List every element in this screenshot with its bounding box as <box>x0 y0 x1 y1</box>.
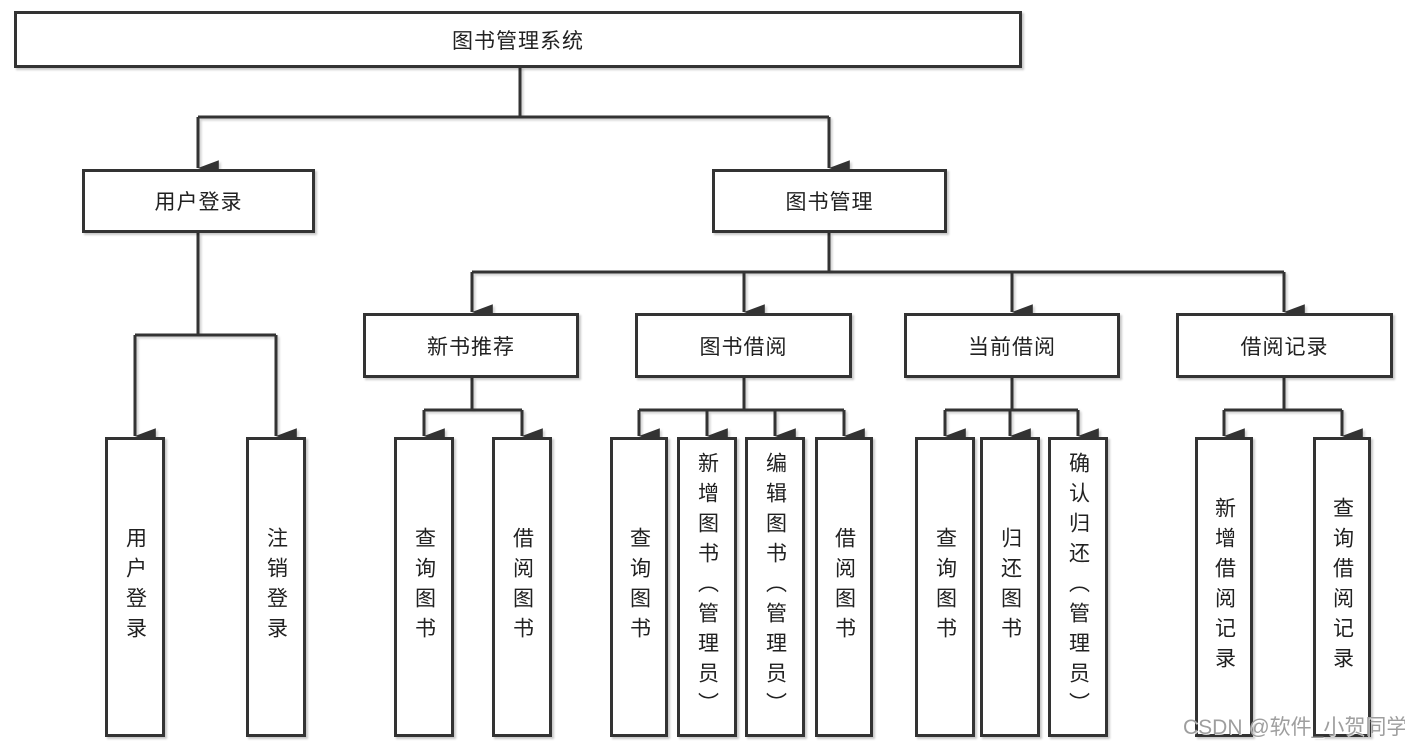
edge-user-login-trunk <box>135 233 276 337</box>
node-current-borrow-label: 当前借阅 <box>968 335 1056 359</box>
leaf-bb-add-books: 新增图书（管理员） <box>677 437 737 737</box>
edge-book-borrow-trunk <box>639 378 844 412</box>
node-new-books-label: 新书推荐 <box>427 335 515 359</box>
node-user-login-label: 用户登录 <box>154 191 243 214</box>
leaf-bb-edit-books-label: 编辑图书（管理员） <box>763 452 787 722</box>
node-book-mgmt: 图书管理 <box>712 169 947 233</box>
leaf-br-query-record: 查询借阅记录 <box>1313 437 1371 737</box>
leaf-bb-query-books-label: 查询图书 <box>627 527 651 647</box>
leaf-logout-label: 注销登录 <box>264 527 288 647</box>
node-book-mgmt-label: 图书管理 <box>785 191 874 214</box>
leaf-logout: 注销登录 <box>246 437 306 737</box>
leaf-cb-return-books-label: 归还图书 <box>998 527 1022 647</box>
leaf-user-login-label: 用户登录 <box>123 527 147 647</box>
edge-borrow-records-trunk <box>1224 378 1342 412</box>
node-book-borrow-label: 图书借阅 <box>699 335 788 359</box>
leaf-cb-return-books: 归还图书 <box>980 437 1040 737</box>
leaf-bb-query-books: 查询图书 <box>610 437 668 737</box>
node-borrow-records-label: 借阅记录 <box>1240 335 1329 359</box>
leaf-cb-query-books-label: 查询图书 <box>933 527 957 647</box>
node-borrow-records: 借阅记录 <box>1176 313 1393 378</box>
edge-book-mgmt-trunk <box>472 233 1284 274</box>
node-new-books: 新书推荐 <box>363 313 579 378</box>
leaf-br-query-record-label: 查询借阅记录 <box>1330 497 1354 677</box>
edge-current-borrow-trunk <box>945 378 1078 412</box>
leaf-nb-borrow-books: 借阅图书 <box>492 437 552 737</box>
leaf-bb-add-books-label: 新增图书（管理员） <box>695 452 719 722</box>
leaf-cb-confirm-return: 确认归还（管理员） <box>1048 437 1108 737</box>
node-root: 图书管理系统 <box>14 11 1022 68</box>
leaf-bb-borrow-books: 借阅图书 <box>815 437 873 737</box>
edge-root-trunk <box>198 67 829 119</box>
csdn-watermark: CSDN @软件_小贺同学 <box>1183 716 1405 739</box>
leaf-cb-query-books: 查询图书 <box>915 437 975 737</box>
leaf-nb-query-books: 查询图书 <box>394 437 454 737</box>
leaf-br-add-record-label: 新增借阅记录 <box>1212 497 1236 677</box>
node-user-login: 用户登录 <box>82 169 315 233</box>
node-current-borrow: 当前借阅 <box>904 313 1120 378</box>
leaf-nb-borrow-books-label: 借阅图书 <box>510 527 534 647</box>
leaf-br-add-record: 新增借阅记录 <box>1195 437 1253 737</box>
leaf-user-login: 用户登录 <box>105 437 165 737</box>
leaf-cb-confirm-return-label: 确认归还（管理员） <box>1066 452 1090 722</box>
node-root-label: 图书管理系统 <box>452 29 584 53</box>
leaf-nb-query-books-label: 查询图书 <box>412 527 436 647</box>
leaf-bb-borrow-books-label: 借阅图书 <box>832 527 856 647</box>
leaf-bb-edit-books: 编辑图书（管理员） <box>745 437 805 737</box>
node-book-borrow: 图书借阅 <box>635 313 852 378</box>
edge-new-books-trunk <box>424 378 522 412</box>
